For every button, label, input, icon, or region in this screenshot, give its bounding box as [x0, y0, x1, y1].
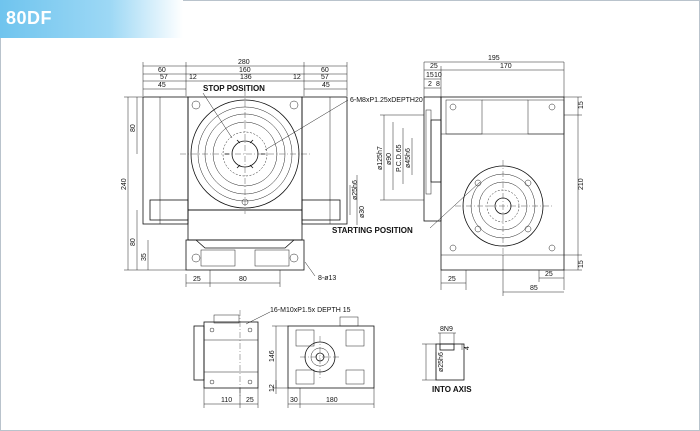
dim-210: 210 — [578, 178, 585, 190]
dim-136: 136 — [240, 74, 252, 81]
dim-4: 4 — [464, 346, 471, 350]
dim-12-left: 12 — [189, 74, 197, 81]
dim-8n9: 8N9 — [440, 326, 453, 333]
dim-80-bottom: 80 — [239, 276, 247, 283]
dim-85: 85 — [530, 285, 538, 292]
dim-80-lower: 80 — [130, 238, 137, 246]
into-axis-label: INTO AXIS — [432, 385, 472, 394]
starting-position-label: STARTING POSITION — [332, 226, 413, 235]
dim-45-left: 45 — [158, 82, 166, 89]
dim-d25h6: ø25h6 — [352, 180, 359, 200]
model-tab: 80DF — [0, 0, 183, 38]
dim-160: 160 — [239, 67, 251, 74]
dim-d25h6-axis: ø25h6 — [438, 352, 445, 372]
dim-d30: ø30 — [359, 206, 366, 218]
dim-12-right: 12 — [293, 74, 301, 81]
tap-callout-bottom: 16-M10xP1.5x DEPTH 15 — [270, 307, 351, 314]
dim-280: 280 — [238, 59, 250, 66]
dim-12-bottom-view: 12 — [269, 384, 276, 392]
dim-45-right: 45 — [322, 82, 330, 89]
dim-110: 110 — [221, 397, 232, 404]
dim-d90: ø90 — [386, 153, 393, 165]
side-view: 195 25 170 15 10 2 8 ø125h7 ø90 P.C.D.65… — [332, 55, 585, 296]
dim-180: 180 — [326, 397, 338, 404]
dim-60-left: 60 — [158, 67, 166, 74]
dim-30: 30 — [290, 397, 298, 404]
dim-146: 146 — [269, 350, 276, 362]
model-title: 80DF — [6, 8, 53, 28]
dim-pcd65: P.C.D.65 — [396, 144, 403, 172]
dim-80-upper: 80 — [130, 124, 137, 132]
dim-15-right-bottom: 15 — [578, 260, 585, 268]
dim-2-side: 2 — [428, 81, 432, 88]
dim-25-side-bottom-right: 25 — [545, 271, 553, 278]
dim-240: 240 — [121, 178, 128, 190]
dim-25-bottom: 25 — [193, 276, 201, 283]
dim-15-right-top: 15 — [578, 101, 585, 109]
dim-d45h6: ø45h6 — [405, 148, 412, 168]
front-view: 280 60 160 60 57 12 136 12 57 45 45 80 2… — [121, 59, 423, 287]
bottom-view: 110 25 146 12 30 180 16-M10xP1.5x DEPTH … — [193, 307, 375, 408]
dim-170: 170 — [500, 63, 512, 70]
dim-195: 195 — [488, 55, 500, 62]
dim-25-side-bottom-left: 25 — [448, 276, 456, 283]
axis-detail: 8N9 4 ø25h6 INTO AXIS — [422, 326, 472, 394]
dim-d125h7: ø125h7 — [377, 146, 384, 170]
dim-15-side: 15 — [426, 72, 434, 79]
dim-35: 35 — [141, 253, 148, 261]
dim-10-side: 10 — [434, 72, 442, 79]
stop-position-label: STOP POSITION — [203, 84, 265, 93]
hole-callout: 8-ø13 — [318, 275, 336, 282]
dim-25-side: 25 — [430, 63, 438, 70]
tap-callout-front: 6-M8xP1.25xDEPTH20 — [350, 97, 423, 104]
dim-57-left: 57 — [160, 74, 168, 81]
dim-25-bottom-view: 25 — [246, 397, 254, 404]
dim-8-side: 8 — [436, 81, 440, 88]
dim-60-right: 60 — [321, 67, 329, 74]
dim-57-right: 57 — [321, 74, 329, 81]
